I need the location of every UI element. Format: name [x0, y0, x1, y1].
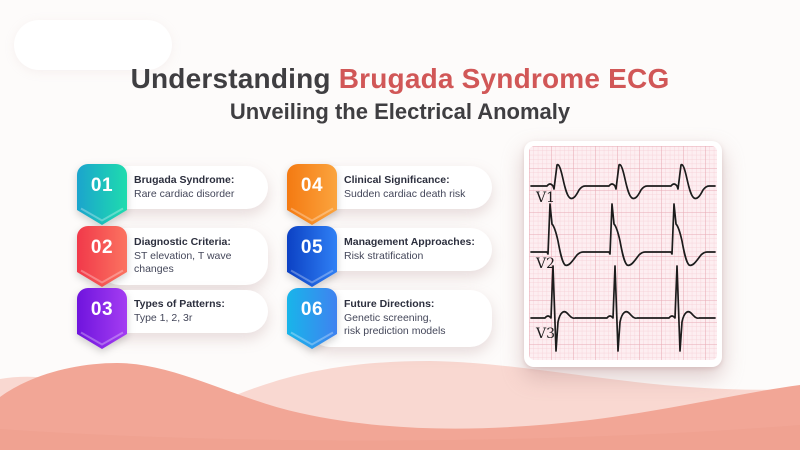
list-item: Diagnostic Criteria: ST elevation, T wav… [76, 225, 286, 287]
item-number: 02 [90, 237, 114, 258]
item-number: 01 [90, 175, 114, 196]
item-desc: Genetic screening, risk prediction model… [344, 311, 446, 338]
ribbon-icon [77, 226, 127, 287]
page-subtitle: Unveiling the Electrical Anomaly [229, 98, 571, 124]
ribbon-icon [77, 288, 127, 349]
ecg-trace-v1 [530, 163, 716, 200]
ecg-trace-v2 [530, 203, 716, 267]
ecg-strip-image: V1 V2 V3 [529, 146, 717, 360]
item-number-badge: 02 [76, 225, 128, 289]
page-title: Understanding Brugada Syndrome ECG [0, 62, 800, 96]
item-number-badge: 03 [76, 287, 128, 351]
title-prefix: Understanding [130, 63, 339, 94]
ribbon-icon [287, 164, 337, 225]
item-number-badge: 05 [286, 225, 338, 289]
item-title: Clinical Significance: [344, 174, 450, 186]
item-desc: Sudden cardiac death risk [344, 187, 466, 200]
list-item: Management Approaches: Risk stratificati… [286, 225, 504, 287]
title-highlight: Brugada Syndrome ECG [338, 63, 670, 94]
wave-deep [0, 425, 800, 450]
item-number: 04 [300, 175, 324, 196]
ecg-image-panel: V1 V2 V3 [524, 141, 722, 367]
item-card: Future Directions: Genetic screening, ri… [308, 290, 492, 347]
item-title: Types of Patterns: [134, 298, 225, 310]
list-item: Clinical Significance: Sudden cardiac de… [286, 163, 504, 225]
item-card: Management Approaches: Risk stratificati… [308, 228, 492, 272]
item-title: Future Directions: [344, 298, 435, 310]
item-title: Brugada Syndrome: [134, 174, 235, 186]
item-title: Management Approaches: [344, 236, 475, 248]
list-item: Future Directions: Genetic screening, ri… [286, 287, 504, 349]
item-number-badge: 04 [286, 163, 338, 227]
item-card: Clinical Significance: Sudden cardiac de… [308, 166, 492, 210]
item-number: 05 [300, 237, 324, 258]
item-number: 03 [90, 299, 114, 320]
lead-label-v1: V1 [535, 190, 555, 206]
item-desc: Rare cardiac disorder [134, 187, 235, 200]
footer-waves-decoration [0, 361, 800, 450]
item-title: Diagnostic Criteria: [134, 236, 231, 248]
header: Understanding Brugada Syndrome ECG Unvei… [0, 62, 800, 125]
logo-placeholder [14, 20, 172, 70]
item-desc: Risk stratification [344, 249, 424, 262]
list-item: Brugada Syndrome: Rare cardiac disorder … [76, 163, 286, 225]
item-number: 06 [300, 299, 324, 320]
list-item: Types of Patterns: Type 1, 2, 3r 03 [76, 287, 286, 349]
ribbon-icon [287, 226, 337, 287]
ribbon-icon [287, 288, 337, 349]
items-grid: Brugada Syndrome: Rare cardiac disorder … [76, 163, 504, 349]
item-desc: Type 1, 2, 3r [134, 311, 193, 324]
item-desc: ST elevation, T wave changes [134, 249, 232, 276]
item-number-badge: 01 [76, 163, 128, 227]
ribbon-icon [77, 164, 127, 225]
wave-main [0, 363, 800, 450]
lead-label-v2: V2 [535, 256, 555, 272]
lead-label-v3: V3 [535, 326, 555, 342]
item-number-badge: 06 [286, 287, 338, 351]
ecg-trace-v3 [530, 265, 716, 352]
